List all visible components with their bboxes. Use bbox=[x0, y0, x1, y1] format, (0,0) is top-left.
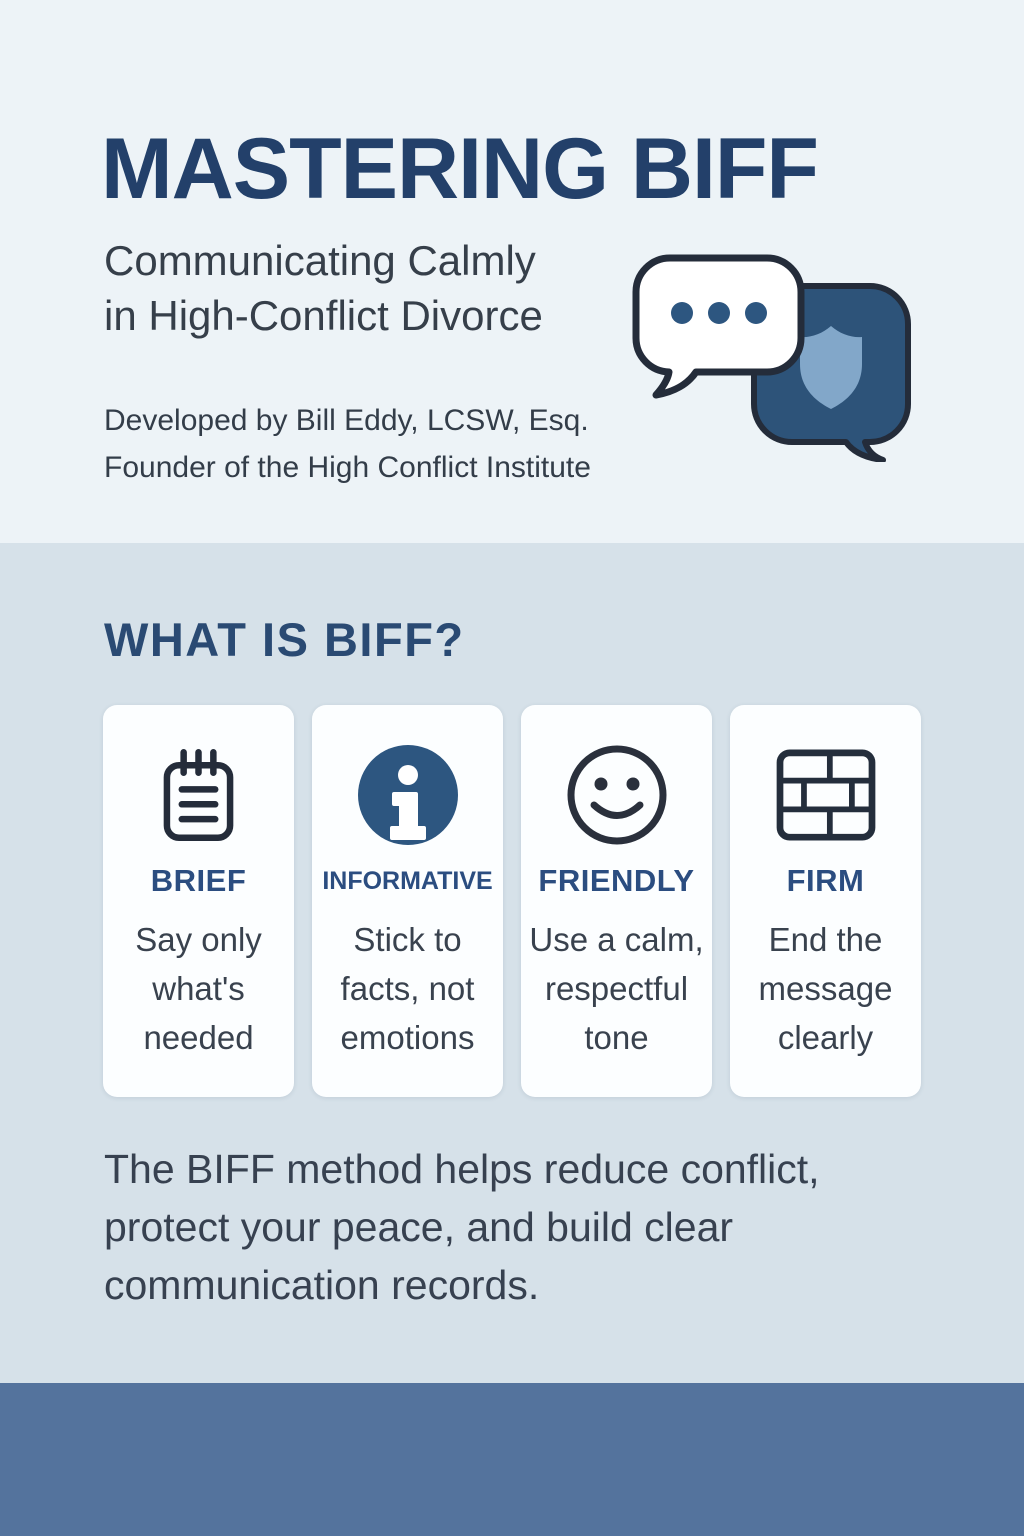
biff-card-informative: INFORMATIVE Stick to facts, not emotions bbox=[312, 705, 503, 1097]
card-description: Say only what's needed bbox=[135, 921, 262, 1056]
card-title: BRIEF bbox=[150, 863, 247, 898]
chat-bubbles-shield-graphic bbox=[632, 254, 911, 463]
card-title: FRIENDLY bbox=[538, 863, 695, 898]
biff-card-friendly: FRIENDLY Use a calm, respectful tone bbox=[521, 705, 712, 1097]
footer-bar bbox=[0, 1383, 1024, 1536]
typing-dot bbox=[745, 302, 767, 324]
card-description: Stick to facts, not emotions bbox=[340, 921, 475, 1056]
section-heading: WHAT IS BIFF? bbox=[104, 613, 465, 666]
smiley-face-icon bbox=[521, 739, 712, 851]
chat-bubbles-shield-icon bbox=[618, 246, 918, 463]
white-speech-bubble bbox=[632, 254, 805, 399]
header-section: MASTERING BIFF Communicating Calmly in H… bbox=[0, 0, 1024, 543]
page-title: MASTERING BIFF bbox=[101, 121, 819, 217]
biff-card-brief: BRIEF Say only what's needed bbox=[103, 705, 294, 1097]
brick-wall-icon bbox=[730, 739, 921, 851]
card-title: FIRM bbox=[786, 863, 865, 898]
notepad-icon bbox=[103, 739, 294, 851]
biff-card-firm: FIRM End the message clearly bbox=[730, 705, 921, 1097]
shield-icon bbox=[800, 326, 862, 409]
attribution-text: Developed by Bill Eddy, LCSW, Esq. Found… bbox=[104, 404, 591, 484]
biff-cards-row: BRIEF Say only what's needed INFORMATIVE… bbox=[103, 705, 921, 1097]
card-description: Use a calm, respectful tone bbox=[529, 921, 704, 1056]
typing-dot bbox=[708, 302, 730, 324]
card-title: INFORMATIVE bbox=[322, 867, 493, 895]
summary-text: The BIFF method helps reduce conflict, p… bbox=[104, 1146, 820, 1308]
card-description: End the message clearly bbox=[758, 921, 893, 1056]
subtitle: Communicating Calmly in High-Conflict Di… bbox=[104, 237, 543, 339]
typing-dot bbox=[671, 302, 693, 324]
info-circle-icon bbox=[312, 739, 503, 851]
